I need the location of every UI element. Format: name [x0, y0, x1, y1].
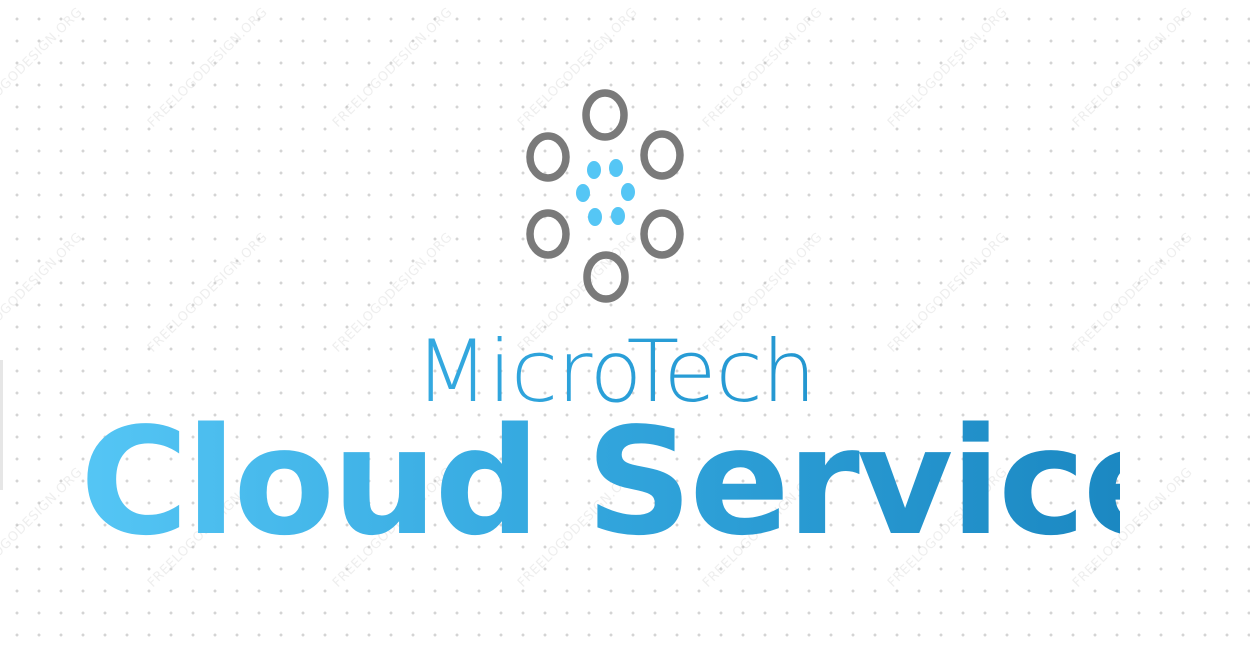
emblem-dot	[576, 184, 590, 202]
watermark-text: FREELOGODESIGN.ORG	[885, 4, 1011, 131]
emblem-ring-bottom	[583, 251, 629, 303]
emblem-dot	[587, 161, 601, 179]
watermark-text: FREELOGODESIGN.ORG	[1070, 4, 1196, 131]
watermark-text: FREELOGODESIGN.ORG	[330, 4, 456, 131]
emblem-ring-lower-left	[526, 209, 570, 259]
watermark-text: FREELOGODESIGN.ORG	[700, 4, 826, 131]
emblem-dot	[611, 207, 625, 225]
emblem-ring-upper-right	[640, 130, 684, 180]
company-name: MicroTech	[0, 322, 1240, 422]
watermark-text: FREELOGODESIGN.ORG	[0, 4, 86, 131]
emblem-ring-upper-left	[526, 132, 570, 182]
cloud-network-emblem-icon	[526, 89, 684, 303]
watermark-text: FREELOGODESIGN.ORG	[0, 464, 86, 591]
service-name: Cloud Services	[80, 396, 1250, 568]
emblem-ring-top	[582, 89, 628, 141]
emblem-dot	[588, 208, 602, 226]
watermark-text: FREELOGODESIGN.ORG	[145, 4, 271, 131]
emblem-ring-lower-right	[640, 209, 684, 259]
emblem-dot	[621, 183, 635, 201]
emblem-dot	[609, 159, 623, 177]
left-edge-strip	[0, 360, 3, 490]
